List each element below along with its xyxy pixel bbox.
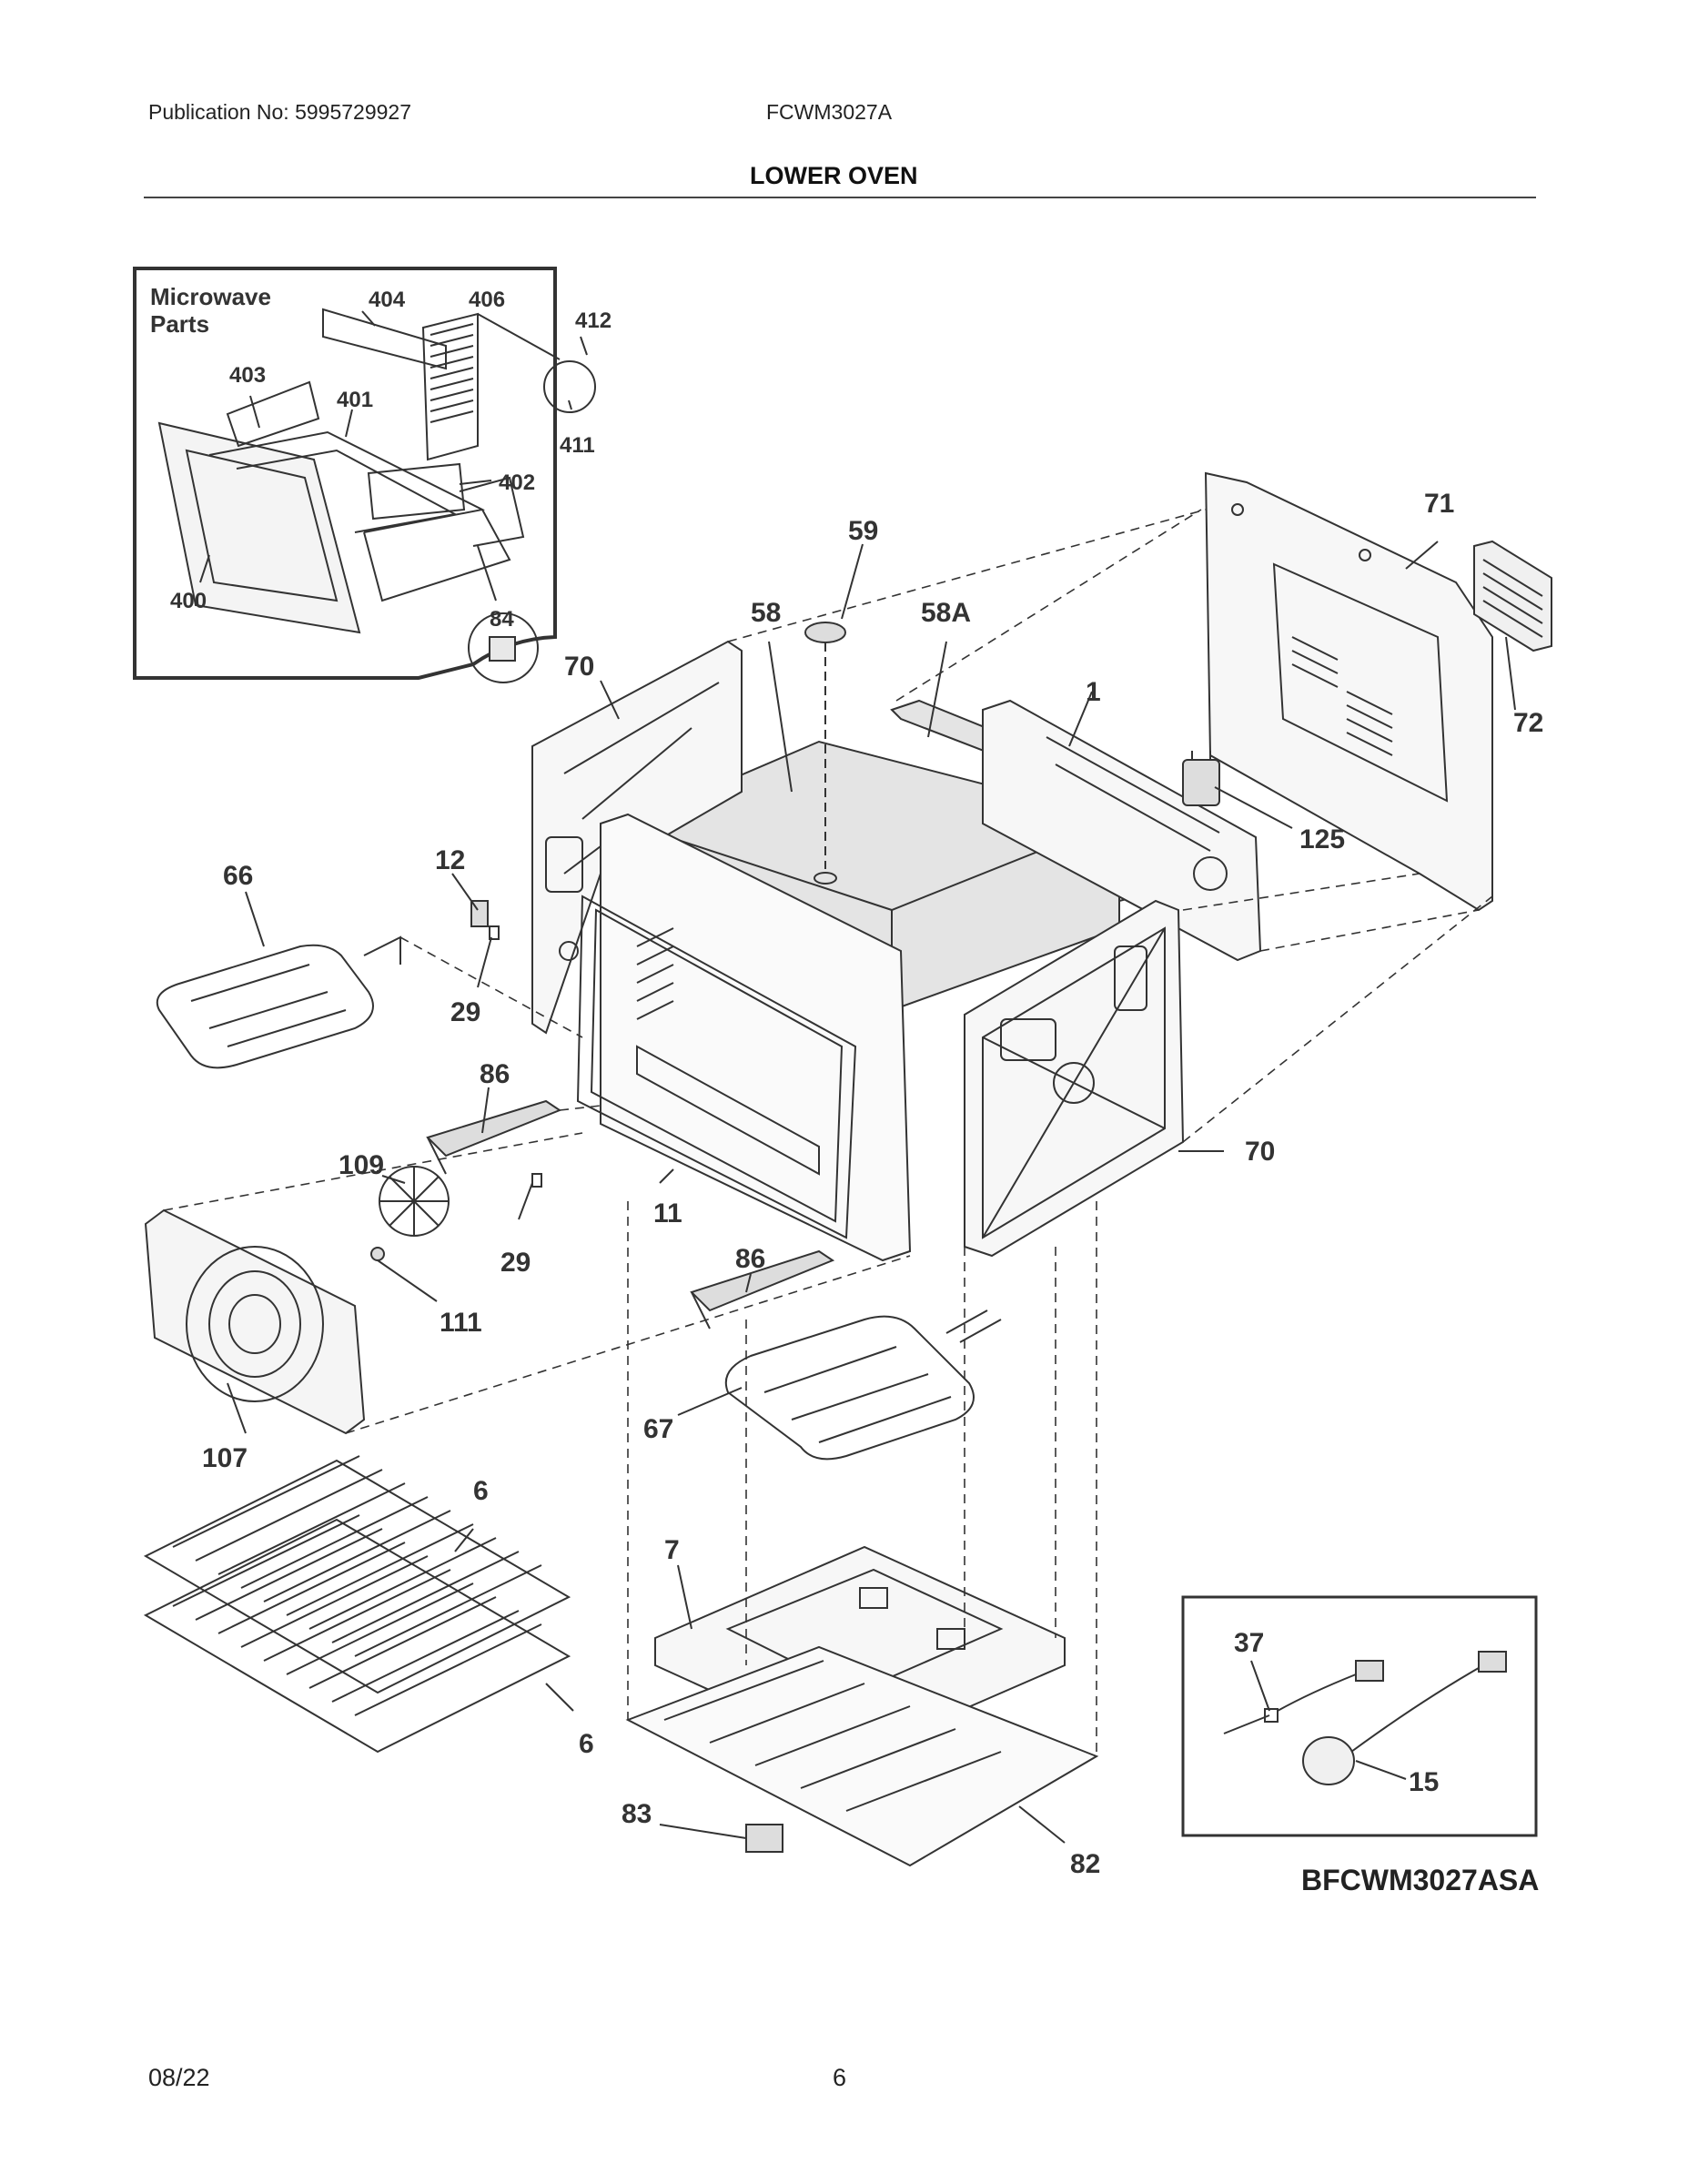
callout-70-left: 70 <box>564 652 594 682</box>
header-divider <box>144 197 1536 198</box>
part-29-upper <box>489 925 500 940</box>
callout-7: 7 <box>664 1535 680 1565</box>
publication-number: Publication No: 5995729927 <box>148 100 412 124</box>
convection-fan-109 <box>379 1166 450 1237</box>
leader-402 <box>459 480 492 485</box>
callout-82: 82 <box>1070 1849 1100 1879</box>
sensor-15 <box>1302 1651 1507 1785</box>
bake-element-67 <box>724 1309 1002 1461</box>
footer-date: 08/22 <box>148 2064 210 2091</box>
leader-404 <box>361 310 376 327</box>
callout-70-right: 70 <box>1245 1137 1275 1167</box>
callout-66: 66 <box>223 861 253 891</box>
microwave-parts-drawing <box>157 308 525 634</box>
temperature-probe-37 <box>1223 1660 1384 1734</box>
leader-37 <box>1250 1660 1270 1712</box>
back-panel-1 <box>982 699 1262 962</box>
callout-29-upper: 29 <box>450 997 480 1027</box>
leader-403 <box>249 395 260 429</box>
callout-83: 83 <box>622 1799 652 1829</box>
callout-86-left: 86 <box>480 1059 510 1089</box>
callout-6-lower: 6 <box>579 1729 594 1759</box>
front-frame-11 <box>576 813 912 1262</box>
leader-406 <box>477 313 561 360</box>
callout-109: 109 <box>339 1150 384 1180</box>
callout-58: 58 <box>751 598 781 628</box>
label-404: 404 <box>369 288 406 312</box>
leader-412 <box>580 336 588 356</box>
diagram-reference-code: BFCWM3027ASA <box>1301 1864 1539 1896</box>
alignment-lines <box>163 509 1493 1756</box>
page-number: 6 <box>833 2064 847 2091</box>
label-403: 403 <box>229 363 266 388</box>
model-number: FCWM3027A <box>766 100 893 124</box>
oven-rack-6-upper <box>143 1455 571 1694</box>
label-406: 406 <box>469 288 505 312</box>
callout-59: 59 <box>848 516 878 546</box>
callout-125: 125 <box>1299 824 1345 854</box>
part-84-block <box>489 636 516 662</box>
rack-support-86-right <box>690 1249 835 1330</box>
callout-37: 37 <box>1234 1628 1264 1658</box>
leader-411 <box>568 399 572 410</box>
callout-29-lower: 29 <box>500 1248 531 1278</box>
callout-15: 15 <box>1409 1767 1439 1797</box>
callout-1: 1 <box>1086 677 1101 707</box>
leader-400 <box>199 554 210 583</box>
label-402: 402 <box>499 470 535 495</box>
callout-12: 12 <box>435 845 465 875</box>
callout-111: 111 <box>440 1308 482 1338</box>
leader-401 <box>345 409 353 438</box>
detail-circle-412-411 <box>543 360 596 413</box>
oven-rack-6-lower <box>143 1514 571 1754</box>
microwave-inset-title-line2: Parts <box>150 310 209 338</box>
bottom-frame-82 <box>625 1645 1099 1867</box>
microwave-inset-title-line1: Microwave <box>150 283 271 310</box>
callout-6-upper: 6 <box>473 1476 489 1506</box>
convection-cover-107 <box>144 1208 366 1435</box>
label-401: 401 <box>337 388 373 412</box>
leader-84 <box>477 545 497 602</box>
part-59 <box>804 622 846 643</box>
part-125 <box>1182 751 1220 806</box>
label-412: 412 <box>575 308 612 333</box>
part-29-lower <box>531 1173 542 1188</box>
callout-58a: 58A <box>921 598 971 628</box>
sensor-inset-frame <box>1181 1595 1538 1837</box>
label-84: 84 <box>490 607 514 632</box>
broil-element-66 <box>156 935 401 1069</box>
callout-11: 11 <box>653 1198 682 1228</box>
rear-cover-71 <box>1204 471 1493 912</box>
leader-15 <box>1355 1760 1407 1780</box>
detail-circle-84 <box>468 612 539 683</box>
callout-67: 67 <box>643 1414 673 1444</box>
part-111 <box>370 1247 385 1261</box>
section-title: LOWER OVEN <box>750 162 918 189</box>
callout-107: 107 <box>202 1443 248 1473</box>
callout-72: 72 <box>1513 708 1543 738</box>
part-83 <box>745 1824 783 1853</box>
vent-grille-72 <box>1473 540 1552 652</box>
callout-86-right: 86 <box>735 1244 765 1274</box>
label-400: 400 <box>170 589 207 613</box>
rack-support-86-left <box>426 1099 562 1175</box>
callout-71: 71 <box>1424 489 1454 519</box>
callout-leaders <box>227 541 1516 1844</box>
label-411: 411 <box>560 433 595 458</box>
